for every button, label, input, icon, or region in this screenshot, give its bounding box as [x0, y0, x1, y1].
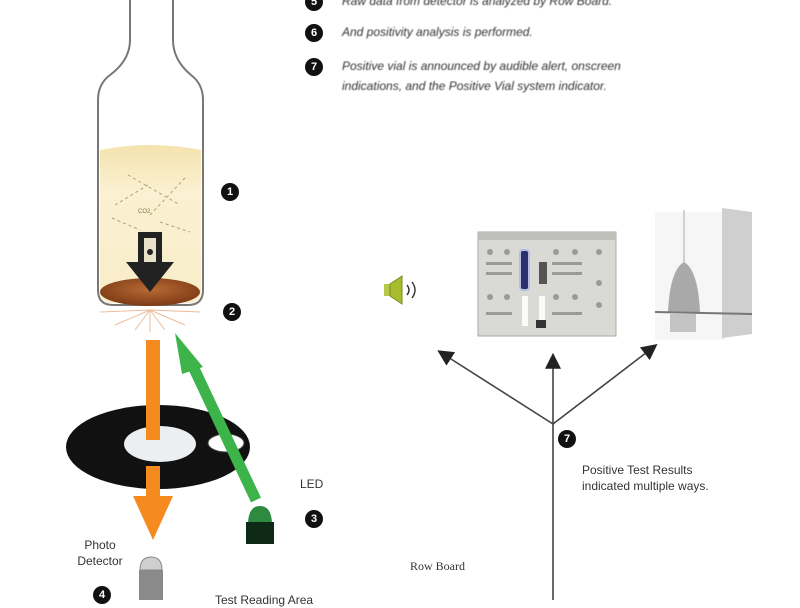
step-6-badge: 6 — [305, 24, 323, 42]
led-label: LED — [300, 477, 324, 491]
positive-results-label: Positive Test Results indicated multiple… — [582, 462, 709, 494]
positive-results-line2: indicated multiple ways. — [582, 479, 709, 493]
marker-2: 2 — [223, 303, 241, 321]
step-7-text: Positive vial is announced by audible al… — [342, 56, 792, 96]
step-5-text: Raw data from detector is analyzed by Ro… — [342, 0, 613, 8]
culture-vial: CO2 — [97, 0, 204, 332]
sensor-disk — [66, 405, 250, 489]
step-7-text-line1: Positive vial is announced by audible al… — [342, 59, 621, 73]
step-5-badge: 5 — [305, 0, 323, 11]
step-6-text: And positivity analysis is performed. — [342, 25, 533, 39]
step-7-text-line2: indications, and the Positive Vial syste… — [342, 79, 607, 93]
led-component — [246, 506, 274, 544]
marker-3: 3 — [305, 510, 323, 528]
marker-1: 1 — [221, 183, 239, 201]
marker-7: 7 — [558, 430, 576, 448]
result-arrows — [437, 344, 658, 600]
svg-text:CO2: CO2 — [138, 209, 151, 215]
speaker-icon — [384, 275, 416, 305]
test-reading-area-label: Test Reading Area — [215, 593, 314, 607]
onscreen-indication-thumbnail — [477, 231, 617, 337]
step-7-badge: 7 — [305, 58, 323, 76]
orange-emission-arrow — [133, 340, 173, 540]
photo-detector-label-line1: Photo — [84, 538, 116, 552]
row-board-label: Row Board — [410, 559, 465, 573]
photo-detector-label: Photo Detector — [68, 537, 132, 569]
photo-detector-label-line2: Detector — [77, 554, 123, 568]
green-excitation-arrow — [175, 333, 261, 503]
photo-detector-component — [139, 556, 163, 600]
positive-results-line1: Positive Test Results — [582, 463, 693, 477]
positive-vial-indicator-instrument — [654, 208, 753, 340]
marker-4: 4 — [93, 586, 111, 604]
